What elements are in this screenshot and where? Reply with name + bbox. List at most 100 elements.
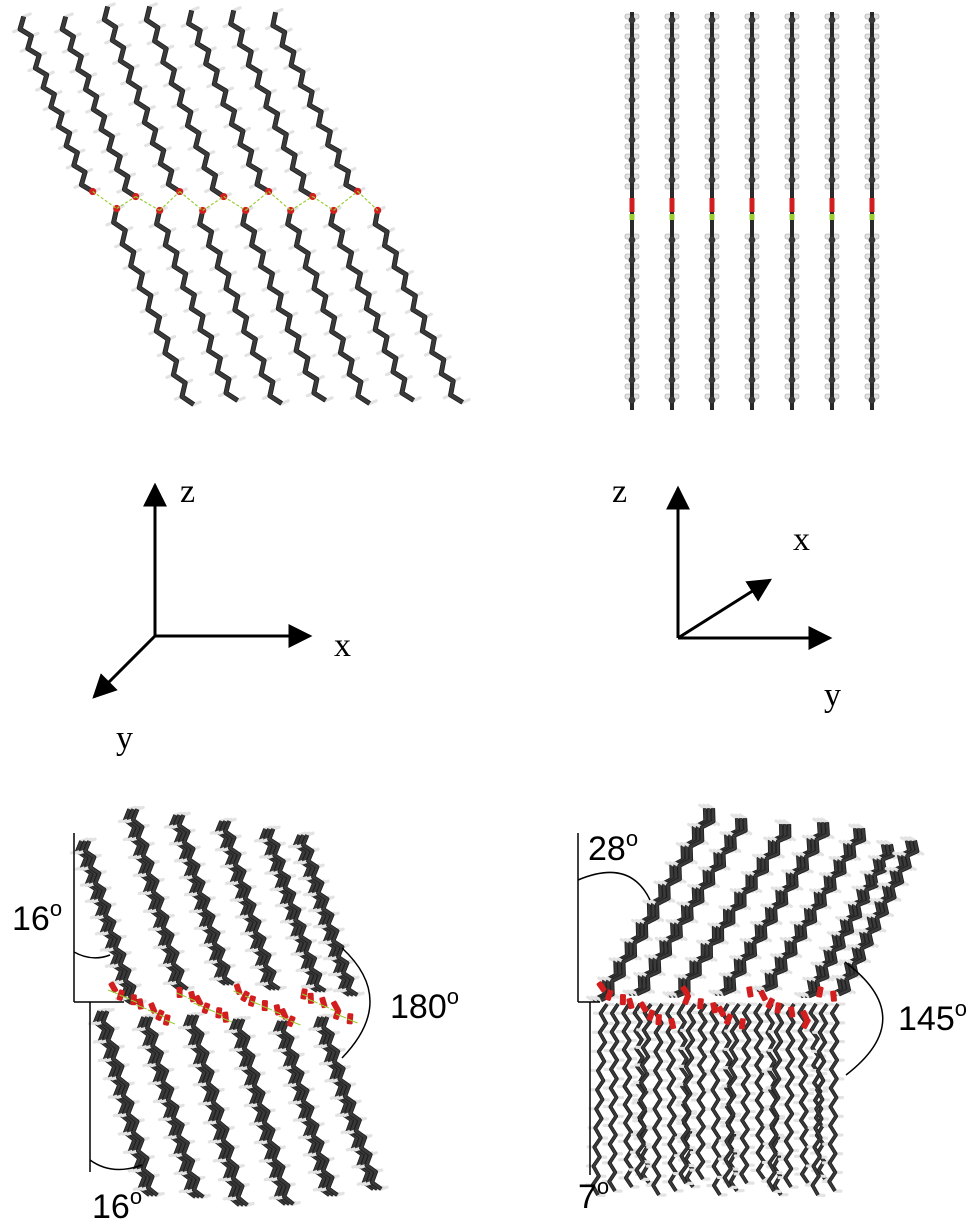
alkyl-chain bbox=[217, 817, 287, 991]
hydrogen-bond bbox=[709, 214, 715, 220]
alkyl-chain-end-on bbox=[624, 12, 640, 410]
oxygen-atom bbox=[307, 992, 314, 1004]
axis-y-left bbox=[92, 634, 157, 699]
oxygen-atom bbox=[162, 1014, 171, 1026]
alkyl-chain-end-on bbox=[864, 12, 880, 410]
angle-arc-lower-left bbox=[89, 1159, 143, 1171]
alkyl-chain bbox=[222, 6, 321, 201]
axis-y-right-label: y bbox=[824, 677, 841, 714]
alkyl-chain bbox=[54, 12, 144, 201]
oxygen-atom bbox=[789, 198, 795, 212]
angle-label-lower-left: 16o bbox=[92, 1184, 142, 1226]
oxygen-atom bbox=[830, 990, 837, 1002]
alkyl-chain bbox=[77, 837, 147, 1005]
oxygen-atom bbox=[774, 1002, 782, 1014]
panel-top-right-bilayer bbox=[624, 12, 880, 410]
oxygen-atom bbox=[788, 1006, 796, 1018]
axis-x-right bbox=[677, 578, 773, 640]
alkyl-chain bbox=[171, 811, 241, 986]
alkyl-chain bbox=[367, 205, 471, 405]
oxygen-atom bbox=[669, 198, 675, 212]
alkyl-chain bbox=[747, 1002, 772, 1181]
alkyl-chain bbox=[316, 1013, 389, 1191]
alkyl-chain bbox=[804, 1002, 835, 1198]
oxygen-atom bbox=[596, 981, 607, 993]
angle-arc-upper-left bbox=[73, 951, 111, 959]
axes-left: z x y bbox=[92, 473, 351, 757]
alkyl-chain bbox=[295, 831, 365, 997]
alkyl-chain bbox=[279, 206, 378, 406]
alkyl-chain bbox=[733, 1002, 758, 1185]
alkyl-chain-end-on bbox=[784, 12, 800, 410]
oxygen-atom bbox=[682, 993, 692, 1005]
oxygen-atom bbox=[655, 1014, 662, 1026]
alkyl-chain bbox=[95, 1007, 165, 1197]
alkyl-chain bbox=[185, 1011, 255, 1207]
angles-bottom-left: 16o 16o 180o bbox=[12, 833, 459, 1226]
axis-z-left-label: z bbox=[180, 473, 195, 510]
angle-label-upper-right: 28o bbox=[588, 826, 638, 868]
oxygen-atom bbox=[194, 994, 204, 1007]
axis-z-right-label: z bbox=[612, 473, 627, 510]
panel-bottom-right-bilayer bbox=[584, 803, 925, 1198]
oxygen-atom bbox=[626, 997, 635, 1010]
oxygen-atom bbox=[130, 994, 137, 1006]
hydrogen-bond bbox=[669, 214, 675, 220]
oxygen-atom bbox=[758, 989, 768, 1002]
oxygen-atom bbox=[749, 198, 755, 212]
angle-arc-between-right bbox=[844, 961, 884, 1076]
oxygen-atom bbox=[629, 198, 635, 212]
axes-right: z x y bbox=[612, 473, 841, 714]
oxygen-atom bbox=[638, 1001, 649, 1013]
alkyl-chain-end-on bbox=[824, 12, 840, 410]
alkyl-chain bbox=[275, 1017, 345, 1197]
oxygen-atom bbox=[709, 198, 715, 212]
alkyl-chain bbox=[645, 1002, 670, 1197]
alkyl-chain bbox=[234, 206, 334, 403]
oxygen-atom bbox=[710, 1002, 718, 1014]
oxygen-atom bbox=[801, 1017, 811, 1030]
oxygen-atom bbox=[222, 1011, 229, 1023]
alkyl-chain bbox=[261, 825, 333, 993]
oxygen-atom bbox=[215, 1007, 223, 1019]
hydrogen-bond bbox=[629, 214, 635, 220]
axis-y-left-label: y bbox=[116, 720, 133, 757]
oxygen-atom bbox=[346, 1013, 354, 1025]
lower-leaflet-disordered bbox=[584, 1001, 846, 1198]
alkyl-chain bbox=[601, 1002, 626, 1193]
oxygen-atom bbox=[724, 1013, 734, 1026]
alkyl-chain bbox=[821, 1002, 846, 1193]
headgroup-region bbox=[107, 981, 358, 1028]
hydrogen-bond-network bbox=[92, 190, 379, 211]
oxygen-atom bbox=[646, 1009, 656, 1021]
alkyl-chain bbox=[584, 1002, 615, 1198]
alkyl-chain bbox=[138, 2, 232, 201]
alkyl-chain bbox=[716, 1002, 747, 1190]
hydrogen-bond bbox=[869, 214, 875, 220]
oxygen-atom bbox=[816, 986, 824, 998]
angle-label-between-left: 180o bbox=[390, 984, 459, 1026]
alkyl-chain-end-on bbox=[704, 12, 720, 410]
angle-arc-between-left bbox=[341, 947, 371, 1059]
angle-label-upper-left: 16o bbox=[12, 896, 62, 938]
alkyl-chain-end-on bbox=[744, 12, 760, 410]
alkyl-chain bbox=[777, 1002, 802, 1189]
alkyl-chain bbox=[630, 813, 753, 997]
oxygen-atom bbox=[697, 998, 704, 1010]
oxygen-atom bbox=[738, 1018, 746, 1030]
hydrogen-bond bbox=[749, 214, 755, 220]
alkyl-chain bbox=[760, 1002, 791, 1194]
oxygen-atom bbox=[765, 997, 775, 1010]
oxygen-atom bbox=[89, 187, 97, 196]
panel-bottom-left-bilayer bbox=[69, 805, 389, 1207]
oxygen-atom bbox=[176, 986, 183, 998]
alkyl-chain bbox=[703, 1002, 728, 1197]
alkyl-chain bbox=[139, 1013, 211, 1199]
axis-x-left-label: x bbox=[334, 627, 351, 664]
oxygen-atom bbox=[300, 988, 308, 1000]
alkyl-chain bbox=[628, 1002, 659, 1182]
oxygen-atom bbox=[668, 1017, 677, 1030]
angle-arc-upper-right bbox=[577, 871, 651, 901]
alkyl-chain bbox=[96, 2, 188, 196]
